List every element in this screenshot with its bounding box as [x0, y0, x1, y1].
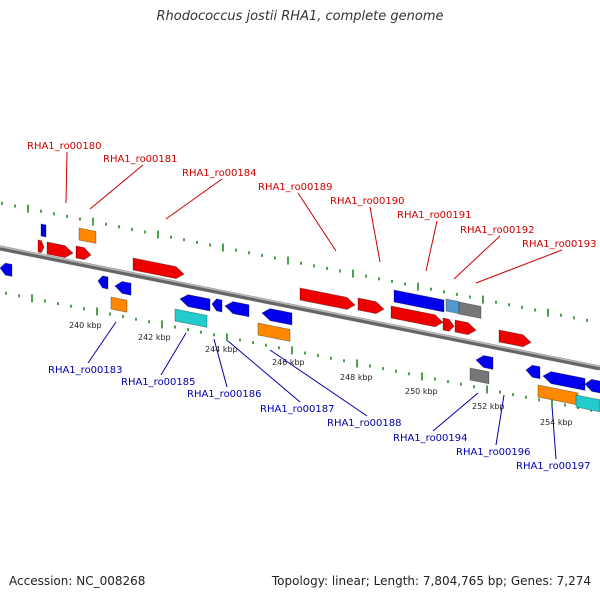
gray-gene	[458, 301, 482, 319]
gene-top-leader	[453, 235, 501, 280]
scale-labels: 240 kbp 242 kbp 244 kbp 246 kbp 248 kbp 250 k…	[69, 321, 573, 427]
forward-gene	[132, 257, 185, 280]
forward-gene	[75, 245, 92, 261]
label-leaders	[65, 151, 563, 460]
gene-bottom-leader	[160, 332, 187, 376]
gene-top-leader	[297, 192, 337, 252]
reverse-gene	[475, 355, 494, 370]
gene-top-label: RHA1_ro00184	[182, 168, 257, 179]
gray-gene	[469, 367, 490, 385]
reverse-gene	[114, 281, 132, 296]
gene-bottom-label: RHA1_ro00196	[456, 447, 531, 458]
forward-gene	[454, 319, 477, 336]
forward-gene	[46, 241, 74, 259]
gene-bottom-leader	[213, 338, 228, 388]
forward-gene	[37, 239, 45, 254]
gene-top-label: RHA1_ro00190	[330, 196, 405, 207]
reverse-gene	[542, 371, 586, 391]
gene-top-leader	[369, 206, 381, 263]
scale-label: 250 kbp	[405, 387, 438, 396]
gene-top-label: RHA1_ro00181	[103, 154, 178, 165]
reverse-gene	[224, 301, 250, 318]
reverse-gene	[179, 294, 211, 312]
gene-bottom-label: RHA1_ro00186	[187, 389, 262, 400]
reverse-gene	[97, 275, 109, 290]
gene-bottom-label: RHA1_ro00185	[121, 377, 196, 388]
reverse-gene	[584, 378, 600, 394]
map-title: Rhodococcus jostii RHA1, complete genome	[156, 9, 444, 24]
scale-label: 240 kbp	[69, 321, 102, 330]
scale-label: 252 kbp	[472, 402, 505, 411]
reverse-gene	[393, 289, 445, 313]
gene-top-label: RHA1_ro00189	[258, 182, 333, 193]
reverse-gene	[40, 223, 47, 238]
gene-features	[0, 223, 600, 413]
gene-bottom-leader	[87, 321, 117, 364]
gene-bottom-leader	[269, 349, 368, 417]
genome-backbone	[0, 245, 600, 371]
accession-number: Accession: NC_008268	[9, 574, 146, 588]
gene-top-label: RHA1_ro00192	[460, 225, 535, 236]
gene-bottom-label: RHA1_ro00194	[393, 433, 468, 444]
forward-gene	[498, 329, 532, 348]
gene-bottom-label: RHA1_ro00197	[516, 461, 591, 472]
forward-gene	[357, 297, 385, 315]
reverse-gene	[0, 262, 13, 277]
forward-gene	[299, 287, 356, 310]
orange-gene	[110, 296, 128, 313]
gene-top-leader	[425, 220, 438, 272]
gene-bottom-leader	[432, 392, 479, 432]
gene-top-label: RHA1_ro00191	[397, 210, 472, 221]
scale-label: 246 kbp	[272, 358, 305, 367]
scale-label: 254 kbp	[540, 418, 573, 427]
orange-gene	[78, 227, 97, 244]
reverse-gene	[525, 364, 541, 380]
steelblue-gene	[445, 298, 460, 315]
gene-bottom-leader	[227, 340, 301, 403]
gene-bottom-leader	[495, 394, 505, 446]
gene-top-label: RHA1_ro00180	[27, 141, 102, 152]
gene-top-leader	[89, 164, 144, 210]
genome-summary: Topology: linear; Length: 7,804,765 bp; …	[271, 574, 591, 588]
scale-label: 242 kbp	[138, 333, 171, 342]
reverse-gene	[211, 298, 223, 313]
orange-gene	[257, 322, 291, 342]
forward-gene	[390, 305, 444, 328]
gene-bottom-label: RHA1_ro00187	[260, 404, 335, 415]
cyan-gene	[575, 394, 600, 413]
reverse-gene	[261, 308, 293, 326]
gene-labels: RHA1_ro00180RHA1_ro00181RHA1_ro00184RHA1…	[27, 141, 597, 472]
gene-top-label: RHA1_ro00193	[522, 239, 597, 250]
gene-bottom-label: RHA1_ro00183	[48, 365, 123, 376]
gene-top-leader	[165, 178, 223, 220]
forward-gene	[442, 317, 455, 332]
tick-track-top	[1, 201, 588, 322]
gene-top-leader	[65, 151, 68, 204]
gene-bottom-leader	[551, 405, 557, 460]
gene-bottom-label: RHA1_ro00188	[327, 418, 402, 429]
scale-label: 248 kbp	[340, 373, 373, 382]
gene-top-leader	[475, 249, 563, 284]
scale-label: 244 kbp	[205, 345, 238, 354]
cyan-gene	[174, 308, 208, 328]
tick-track-bottom	[5, 291, 592, 412]
